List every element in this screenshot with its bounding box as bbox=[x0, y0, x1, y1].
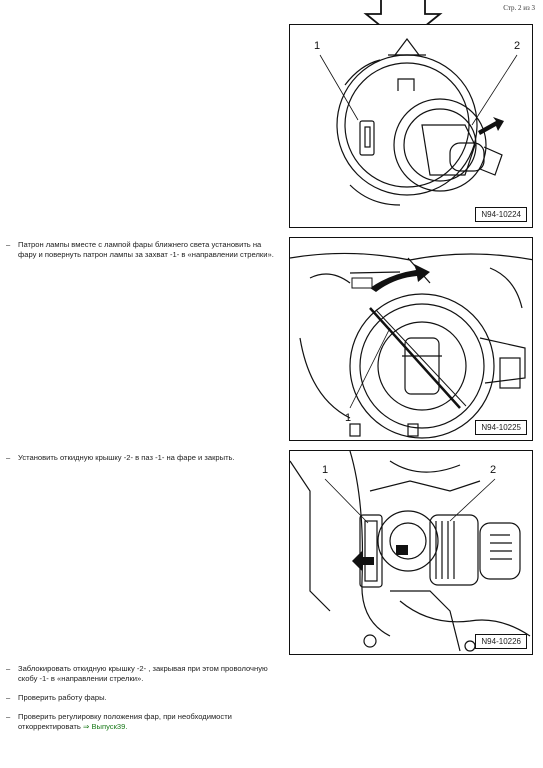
step-4-bullet: – bbox=[6, 693, 11, 702]
figure-lamp-clip: 1 N94-10225 bbox=[289, 237, 533, 441]
figure3-label-1: 1 bbox=[322, 464, 329, 476]
step-1-bullet: – bbox=[6, 240, 11, 249]
step-3-bullet: – bbox=[6, 664, 11, 673]
figure-cover-lock: 1 2 N94-10226 bbox=[289, 450, 533, 655]
step-4: – Проверить работу фары. bbox=[6, 693, 281, 703]
step-2-bullet: – bbox=[6, 453, 11, 462]
lamp-clip-illustration bbox=[290, 252, 532, 439]
page-number: Стр. 2 из 3 bbox=[503, 4, 535, 12]
step-2-text: Установить откидную крышку -2- в паз -1-… bbox=[18, 453, 235, 462]
figure1-code: N94-10224 bbox=[475, 207, 527, 222]
step-5-bullet: – bbox=[6, 712, 11, 721]
figure-bulb-holder: 1 2 N94-10224 bbox=[289, 24, 533, 228]
step-2: – Установить откидную крышку -2- в паз -… bbox=[6, 453, 281, 463]
cover-lock-illustration bbox=[290, 451, 531, 652]
issue-39-link[interactable]: ⇒ Выпуск39. bbox=[82, 722, 128, 731]
figure1-label-1: 1 bbox=[314, 40, 321, 52]
step-3-text: Заблокировать откидную крышку -2- , закр… bbox=[18, 664, 268, 683]
step-5-text: Проверить регулировку положения фар, при… bbox=[18, 712, 232, 731]
figure3-label-2: 2 bbox=[490, 464, 497, 476]
step-5: – Проверить регулировку положения фар, п… bbox=[6, 712, 281, 732]
step-3: – Заблокировать откидную крышку -2- , за… bbox=[6, 664, 281, 684]
figure1-label-2: 2 bbox=[514, 40, 521, 52]
step-5-text-wrap: Проверить регулировку положения фар, при… bbox=[18, 712, 281, 732]
step-4-text: Проверить работу фары. bbox=[18, 693, 107, 702]
figure3-code: N94-10226 bbox=[475, 634, 527, 649]
bulb-holder-illustration bbox=[319, 38, 518, 206]
step-1-text: Патрон лампы вместе с лампой фары ближне… bbox=[18, 240, 274, 259]
step-1: – Патрон лампы вместе с лампой фары ближ… bbox=[6, 240, 281, 260]
figure2-label-1: 1 bbox=[345, 412, 352, 424]
figure2-code: N94-10225 bbox=[475, 420, 527, 435]
